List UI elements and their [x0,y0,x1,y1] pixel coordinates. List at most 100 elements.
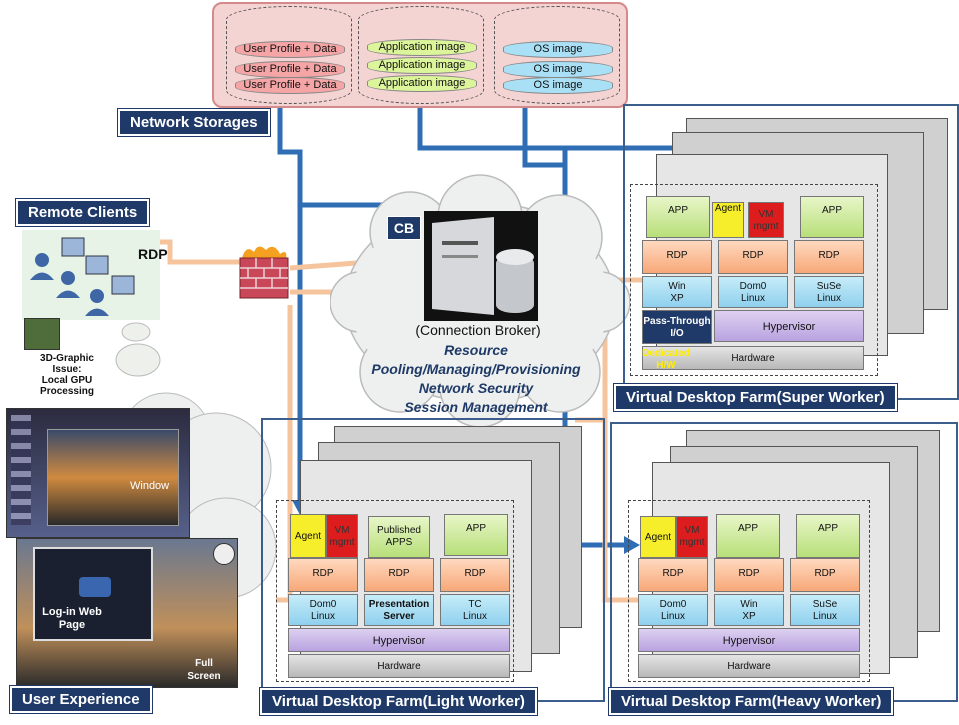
os-line: SuSe [812,599,838,610]
vm-line: mgmt [679,537,705,548]
os-line: Server [383,611,415,622]
thought-bubbles [115,322,161,377]
rdp-layer: RDP [638,558,708,592]
os-image-disk: OS image [503,61,613,78]
full-screen-label: Full Screen [186,657,222,683]
rdp-label: RDP [138,246,168,262]
light-worker-rack [276,500,514,682]
rdp-layer: RDP [718,240,788,274]
gpu-note: 3D-Graphic Issue: Local GPU Processing [28,353,106,397]
gpu-note-line: Local GPU [41,375,93,386]
app-layer: APP [796,514,860,558]
os-line: Dom0 [739,281,767,292]
login-page-window [33,547,153,641]
super-worker-rack [630,184,878,376]
full-label-line: Screen [187,671,221,682]
ded-line: Dedicated [642,348,690,359]
app-layer: APP [800,196,864,238]
window-label: Window [130,480,170,492]
os-line: Linux [741,293,765,304]
vm-line: VM [758,209,774,220]
gpu-note-line: Processing [40,386,94,397]
vm-line: mgmt [329,537,355,548]
os-line: SuSe [816,281,842,292]
super-worker-label: Virtual Desktop Farm(Super Worker) [614,384,897,411]
hardware-layer: Hardware [638,654,860,678]
heavy-worker-label: Virtual Desktop Farm(Heavy Worker) [609,688,894,715]
os-line: Linux [813,611,837,622]
pass-line: I/O [670,328,684,339]
broker-function: Session Management [404,399,548,415]
pub-line: APPS [385,537,413,548]
broker-function: Pooling/Managing/Provisioning [371,361,581,377]
application-image-disk: Application image [367,75,477,92]
agent-layer: Agent [290,514,326,558]
pass-line: Pass-Through [643,316,711,327]
os-line: Presentation [368,599,430,610]
login-globe-icon [79,577,111,597]
gpu-note-line: Issue: [52,364,82,375]
application-image-disk: Application image [367,57,477,74]
gpu-card-icon [24,318,60,350]
application-image-storage: Application image Application image Appl… [358,6,484,104]
user-profile-disk: User Profile + Data [235,41,345,58]
user-profile-storage: User Profile + Data User Profile + Data … [226,6,352,104]
app-layer: APP [716,514,780,558]
fullscreen-screenshot [16,538,238,688]
user-profile-disk: User Profile + Data [235,61,345,78]
pub-line: Published [377,525,421,536]
os-line: TC [468,599,482,610]
window-frame [47,429,179,526]
os-image-disk: OS image [503,41,613,58]
cb-badge: CB [387,216,421,240]
broker-functions: Resource Pooling/Managing/Provisioning N… [345,341,607,417]
user-profile-link [277,100,303,505]
os-image-storage: OS image OS image OS image [494,6,620,104]
os-line: Dom0 [659,599,687,610]
window-screenshot [6,408,190,538]
login-label-line: Page [58,619,86,631]
server-icon [424,211,538,321]
os-line: Linux [817,293,841,304]
hardware-layer: Hardware [642,346,864,370]
rdp-layer: RDP [790,558,860,592]
rdp-layer: RDP [288,558,358,592]
os-line: Linux [463,611,487,622]
agent-layer: Agent [712,202,744,238]
full-label-line: Full [195,658,213,669]
broker-function: Network Security [418,380,534,396]
rdp-layer: RDP [714,558,784,592]
network-storages-label: Network Storages [118,109,270,136]
vm-line: VM [684,525,700,536]
os-line: XP [670,293,684,304]
connection-broker-caption: (Connection Broker) [415,322,541,338]
user-experience-label: User Experience [10,686,152,713]
rdp-layer: RDP [794,240,864,274]
firewall-icon [236,242,292,300]
clock-icon [213,543,235,565]
remote-clients-panel [22,230,160,320]
broker-function: Resource [444,342,508,358]
vm-line: mgmt [753,221,779,232]
app-layer: APP [646,196,710,238]
remote-clients-label: Remote Clients [16,199,150,226]
hypervisor-layer: Hypervisor [638,628,860,652]
rdp-layer: RDP [364,558,434,592]
os-line: Linux [661,611,685,622]
os-line: Win [740,599,758,610]
application-image-disk: Application image [367,39,477,56]
hypervisor-layer: Hypervisor [714,310,864,342]
